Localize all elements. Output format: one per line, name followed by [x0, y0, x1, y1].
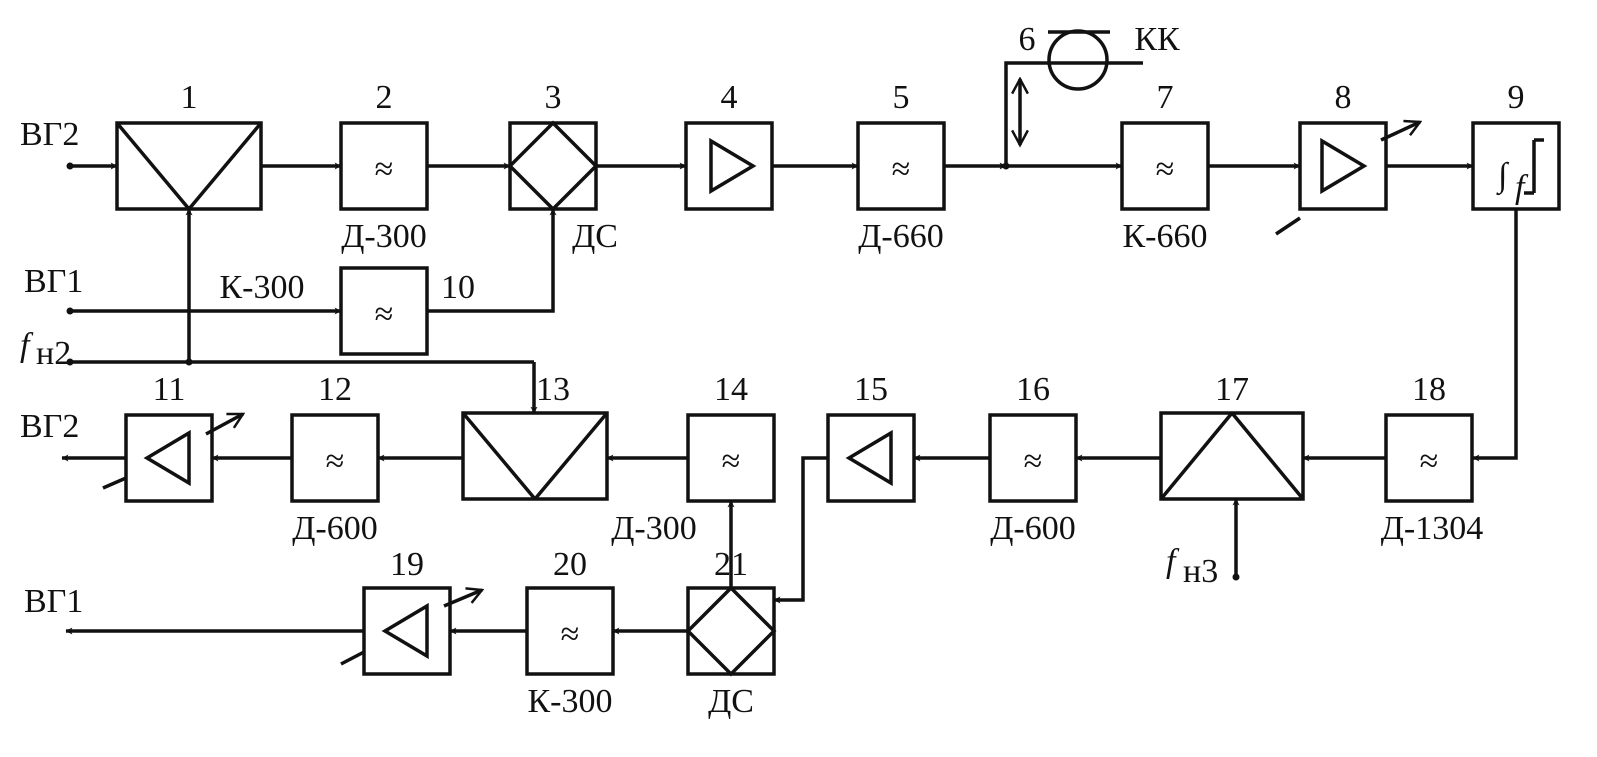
- filter-symbol: ≈: [1024, 443, 1043, 480]
- block-6-control-circuit: [1004, 29, 1143, 145]
- block-18-filter: ≈: [1384, 413, 1474, 503]
- number-13: 13: [536, 371, 570, 408]
- block-8-adjustable-amplifier: [1275, 122, 1420, 236]
- number-12: 12: [318, 371, 352, 408]
- label-block-7: К-660: [1123, 218, 1208, 255]
- number-9: 9: [1508, 79, 1525, 116]
- block-14-filter: ≈: [686, 413, 776, 503]
- number-3: 3: [545, 79, 562, 116]
- number-7: 7: [1157, 79, 1174, 116]
- port-fn3-subscript: н3: [1183, 553, 1218, 590]
- filter-symbol: ≈: [375, 151, 394, 188]
- filter-symbol: ≈: [892, 151, 911, 188]
- number-18: 18: [1412, 371, 1446, 408]
- number-1: 1: [181, 79, 198, 116]
- filter-symbol: ≈: [561, 616, 580, 653]
- label-block-3: ДС: [572, 218, 618, 255]
- number-17: 17: [1215, 371, 1249, 408]
- number-15: 15: [854, 371, 888, 408]
- block-9-integrator: ∫ f: [1471, 121, 1561, 211]
- block-5-filter: ≈: [856, 121, 946, 211]
- number-10: 10: [441, 269, 475, 306]
- label-block-14: Д-300: [611, 510, 697, 547]
- block-3-bridge: [507, 120, 599, 212]
- number-4: 4: [721, 79, 738, 116]
- middle-row-connections: [61, 454, 1386, 604]
- block-numbers: 1 2 3 4 5 6 7 8 9 10 11 12 13 14 15 16 1…: [153, 21, 1525, 583]
- block-labels: Д-300 ДС Д-660 КК К-660 К-300 Д-600 Д-30…: [220, 21, 1484, 720]
- filter-symbol: ≈: [375, 296, 394, 333]
- label-block-6: КК: [1134, 21, 1180, 58]
- label-block-18: Д-1304: [1381, 510, 1484, 547]
- block-10-filter: ≈: [339, 266, 429, 356]
- number-6: 6: [1019, 21, 1036, 58]
- filter-symbol: ≈: [1156, 151, 1175, 188]
- block-15-amplifier: [826, 413, 916, 503]
- block-11-adjustable-amplifier: [102, 412, 243, 503]
- block-12-filter: ≈: [290, 413, 380, 503]
- number-5: 5: [893, 79, 910, 116]
- label-block-12: Д-600: [292, 510, 378, 547]
- block-20-filter: ≈: [525, 586, 615, 676]
- number-20: 20: [553, 546, 587, 583]
- block-16-filter: ≈: [988, 413, 1078, 503]
- number-2: 2: [376, 79, 393, 116]
- port-fn2-f: f: [20, 327, 34, 364]
- filter-symbol: ≈: [326, 443, 345, 480]
- block-21-bridge: [685, 585, 777, 677]
- bottom-row-connections: [65, 500, 735, 635]
- label-block-2: Д-300: [341, 218, 427, 255]
- block-17-mixer: [1159, 411, 1305, 501]
- number-8: 8: [1335, 79, 1352, 116]
- number-16: 16: [1016, 371, 1050, 408]
- label-block-5: Д-660: [858, 218, 944, 255]
- label-block-16: Д-600: [990, 510, 1076, 547]
- block-7-filter: ≈: [1120, 121, 1210, 211]
- block-4-amplifier: [684, 121, 774, 211]
- port-vg2-output: ВГ2: [20, 408, 79, 445]
- port-vg1-output: ВГ1: [24, 583, 83, 620]
- number-19: 19: [390, 546, 424, 583]
- label-block-21: ДС: [708, 683, 754, 720]
- port-vg2-input: ВГ2: [20, 116, 79, 153]
- number-14: 14: [714, 371, 748, 408]
- label-block-10: К-300: [220, 269, 305, 306]
- label-block-20: К-300: [528, 683, 613, 720]
- integral-sign: ∫: [1496, 157, 1510, 196]
- block-19-adjustable-amplifier: [340, 586, 482, 676]
- port-fn3-f: f: [1166, 543, 1180, 580]
- top-row-connections: [66, 135, 1518, 462]
- filter-symbol: ≈: [1420, 443, 1439, 480]
- port-fn2-subscript: н2: [36, 335, 71, 372]
- block-13-mixer: [461, 411, 609, 501]
- block-2-filter: ≈: [339, 121, 429, 211]
- block-1-mixer: [115, 121, 263, 211]
- number-21: 21: [714, 546, 748, 583]
- port-vg1-input: ВГ1: [24, 263, 83, 300]
- number-11: 11: [153, 371, 186, 408]
- filter-symbol: ≈: [722, 443, 741, 480]
